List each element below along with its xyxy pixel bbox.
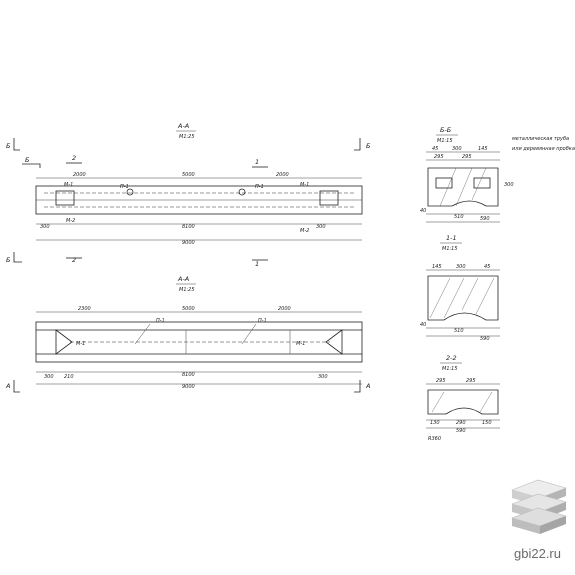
- plan-dim-300: 300: [40, 224, 50, 230]
- plan-callout-m2-left: М-2: [66, 218, 75, 224]
- cut-mark-2-bottom: 2: [72, 256, 76, 264]
- plan-title: А-А: [177, 122, 189, 130]
- gbi-logo-icon: [511, 479, 567, 534]
- note-or: или деревянная пробка: [512, 146, 575, 152]
- s1-dim-300: 300: [456, 264, 466, 270]
- section-11: 1-1 М1:15 145 300 45 510 40 590: [420, 234, 500, 342]
- section-bb-title: Б-Б: [440, 126, 452, 134]
- side-dim-300: 300: [44, 374, 54, 380]
- cut-mark-b-bottom: Б: [6, 256, 11, 264]
- section-11-scale: М1:15: [442, 246, 458, 252]
- site-watermark[interactable]: gbi22.ru: [514, 546, 561, 561]
- s1-dim-145: 145: [432, 264, 442, 270]
- s2-dim-150: 150: [482, 420, 492, 426]
- bb-dim-45: 45: [432, 146, 438, 152]
- plan-callout-m2-right: М-2: [300, 228, 309, 234]
- cut-mark-b-top: Б: [25, 156, 30, 164]
- plan-callout-m1-left: М-1: [64, 182, 73, 188]
- side-callout-m1-left: М-1: [76, 341, 85, 347]
- side-scale: М1:25: [179, 287, 195, 293]
- section-11-title: 1-1: [446, 234, 457, 242]
- cut-mark-1-bottom: 1: [255, 260, 259, 268]
- s2-dim-290: 290: [456, 420, 466, 426]
- section-22-title: 2-2: [446, 354, 457, 362]
- plan-callout-m1-right: М-1: [300, 182, 309, 188]
- side-callout-m1-right: М-1: [296, 341, 305, 347]
- bb-dim-145: 145: [478, 146, 488, 152]
- bb-dim-590: 590: [480, 216, 490, 222]
- s2-dim-295b: 295: [466, 378, 476, 384]
- side-dim-5000: 5000: [182, 306, 195, 312]
- plan-dim-8100: 8100: [182, 224, 195, 230]
- section-22: 2-2 М1:15 295 295 130 290 150 590 R360: [426, 354, 500, 442]
- plan-dim-300b: 300: [316, 224, 326, 230]
- s2-dim-130: 130: [430, 420, 440, 426]
- s1-dim-590: 590: [480, 336, 490, 342]
- note-pipe: металлическая труба: [512, 136, 569, 142]
- bb-dim-40: 40: [420, 208, 426, 214]
- cut-mark-b-left: Б: [6, 142, 11, 150]
- s1-dim-45: 45: [484, 264, 490, 270]
- cut-mark-a-right: А: [365, 382, 370, 390]
- s2-dim-295a: 295: [436, 378, 446, 384]
- side-view: А-А М1:25 2300 5000 2000 П-1 П-1 М-1 М-1…: [5, 275, 370, 393]
- side-dim-8100: 8100: [182, 372, 195, 378]
- side-dim-2000: 2000: [278, 306, 291, 312]
- section-bb-scale: М1:15: [437, 138, 453, 144]
- plan-callout-p1a: П-1: [120, 184, 129, 190]
- side-dim-300b: 300: [318, 374, 328, 380]
- section-bb: Б-Б М1:15 металлическая труба или деревя…: [420, 126, 575, 223]
- bb-dim-300: 300: [452, 146, 462, 152]
- side-callout-p1a: П-1: [156, 318, 165, 324]
- bb-dim-300v: 300: [504, 182, 514, 188]
- cut-mark-a-left: А: [5, 382, 10, 390]
- plan-dim-9000: 9000: [182, 240, 195, 246]
- cut-mark-b-right: Б: [366, 142, 371, 150]
- side-dim-2300: 2300: [78, 306, 91, 312]
- cut-mark-1-top: 1: [255, 158, 259, 166]
- s1-dim-40: 40: [420, 322, 426, 328]
- plan-callout-p1b: П-1: [255, 184, 264, 190]
- s1-dim-510: 510: [454, 328, 464, 334]
- side-dim-9000: 9000: [182, 384, 195, 390]
- side-title: А-А: [177, 275, 189, 283]
- cut-mark-2-top: 2: [72, 154, 76, 162]
- side-dim-210: 210: [64, 374, 74, 380]
- side-callout-p1b: П-1: [258, 318, 267, 324]
- bb-dim-295b: 295: [462, 154, 472, 160]
- plan-scale: М1:25: [179, 134, 195, 140]
- s2-radius: R360: [428, 436, 441, 442]
- plan-view: А-А М1:25 Б Б Б 2 1 2000 5000 2000 П-1 П…: [6, 122, 371, 268]
- section-22-scale: М1:15: [442, 366, 458, 372]
- plan-dim-2000b: 2000: [276, 172, 289, 178]
- plan-dim-2000a: 2000: [73, 172, 86, 178]
- bb-dim-510: 510: [454, 214, 464, 220]
- s2-dim-590: 590: [456, 428, 466, 434]
- plan-dim-5000: 5000: [182, 172, 195, 178]
- bb-dim-295a: 295: [434, 154, 444, 160]
